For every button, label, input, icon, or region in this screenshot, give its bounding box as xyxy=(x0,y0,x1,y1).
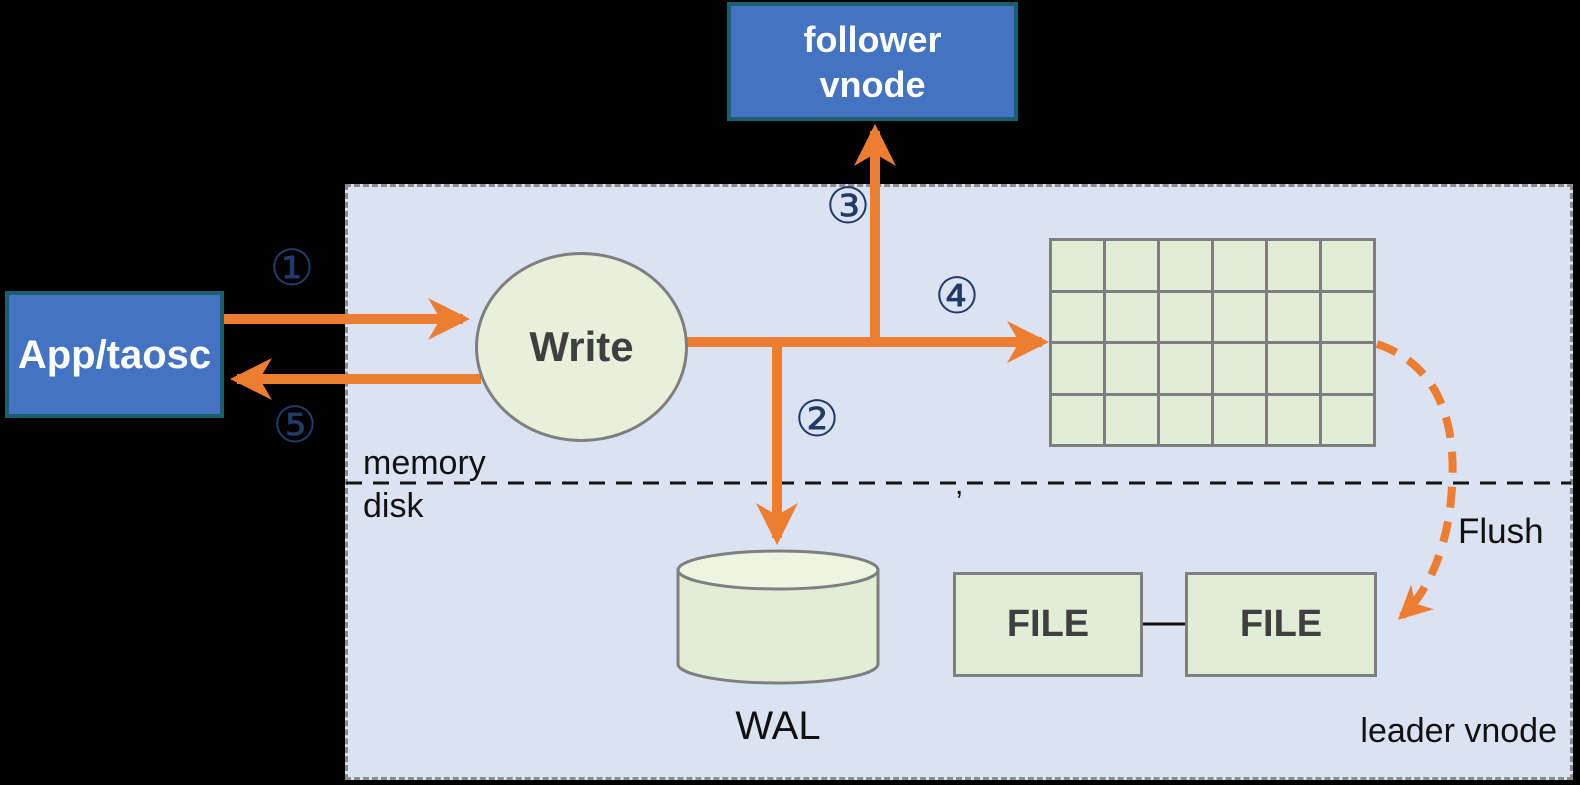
memtable-cell xyxy=(1268,241,1319,290)
memtable-cell xyxy=(1214,395,1265,444)
memtable-cell xyxy=(1106,241,1157,290)
label-memory: memory xyxy=(363,444,486,482)
memtable-cell xyxy=(1052,344,1103,393)
memtable-cell xyxy=(1214,344,1265,393)
memtable-cell xyxy=(1160,344,1211,393)
memtable-cell xyxy=(1268,344,1319,393)
node-file-2: FILE xyxy=(1185,572,1377,677)
step-number-2: ② xyxy=(794,390,840,448)
memtable-cell xyxy=(1322,395,1373,444)
memtable-cell xyxy=(1052,241,1103,290)
memtable-cell xyxy=(1322,344,1373,393)
label-wal: WAL xyxy=(735,704,821,748)
divider-stray-mark: , xyxy=(955,468,964,501)
memtable-cell xyxy=(1160,241,1211,290)
memtable-grid xyxy=(1049,238,1376,447)
label-leader-vnode: leader vnode xyxy=(1360,712,1557,750)
memtable-cell xyxy=(1106,344,1157,393)
node-write: Write xyxy=(475,252,688,442)
memtable-cell xyxy=(1214,241,1265,290)
memtable-cell xyxy=(1160,292,1211,341)
label-disk: disk xyxy=(363,487,424,525)
node-app-taosc: App/taosc xyxy=(5,291,224,418)
memtable-cell xyxy=(1052,292,1103,341)
memtable-cell xyxy=(1268,292,1319,341)
memtable-cell xyxy=(1214,292,1265,341)
memtable-cell xyxy=(1322,241,1373,290)
step-number-3: ③ xyxy=(825,177,871,235)
label-flush: Flush xyxy=(1458,512,1544,551)
node-follower-vnode: follower vnode xyxy=(727,2,1018,121)
memtable-cell xyxy=(1052,395,1103,444)
step-number-1: ① xyxy=(269,239,315,297)
step-number-4: ④ xyxy=(934,267,980,325)
memtable-cell xyxy=(1106,292,1157,341)
node-file-1: FILE xyxy=(953,572,1143,677)
memtable-cell xyxy=(1160,395,1211,444)
flush-arrow xyxy=(1375,340,1457,620)
memtable-cell xyxy=(1106,395,1157,444)
memtable-cell xyxy=(1322,292,1373,341)
wal-cylinder xyxy=(676,549,880,685)
step-number-5: ⑤ xyxy=(272,396,318,454)
memtable-cell xyxy=(1268,395,1319,444)
